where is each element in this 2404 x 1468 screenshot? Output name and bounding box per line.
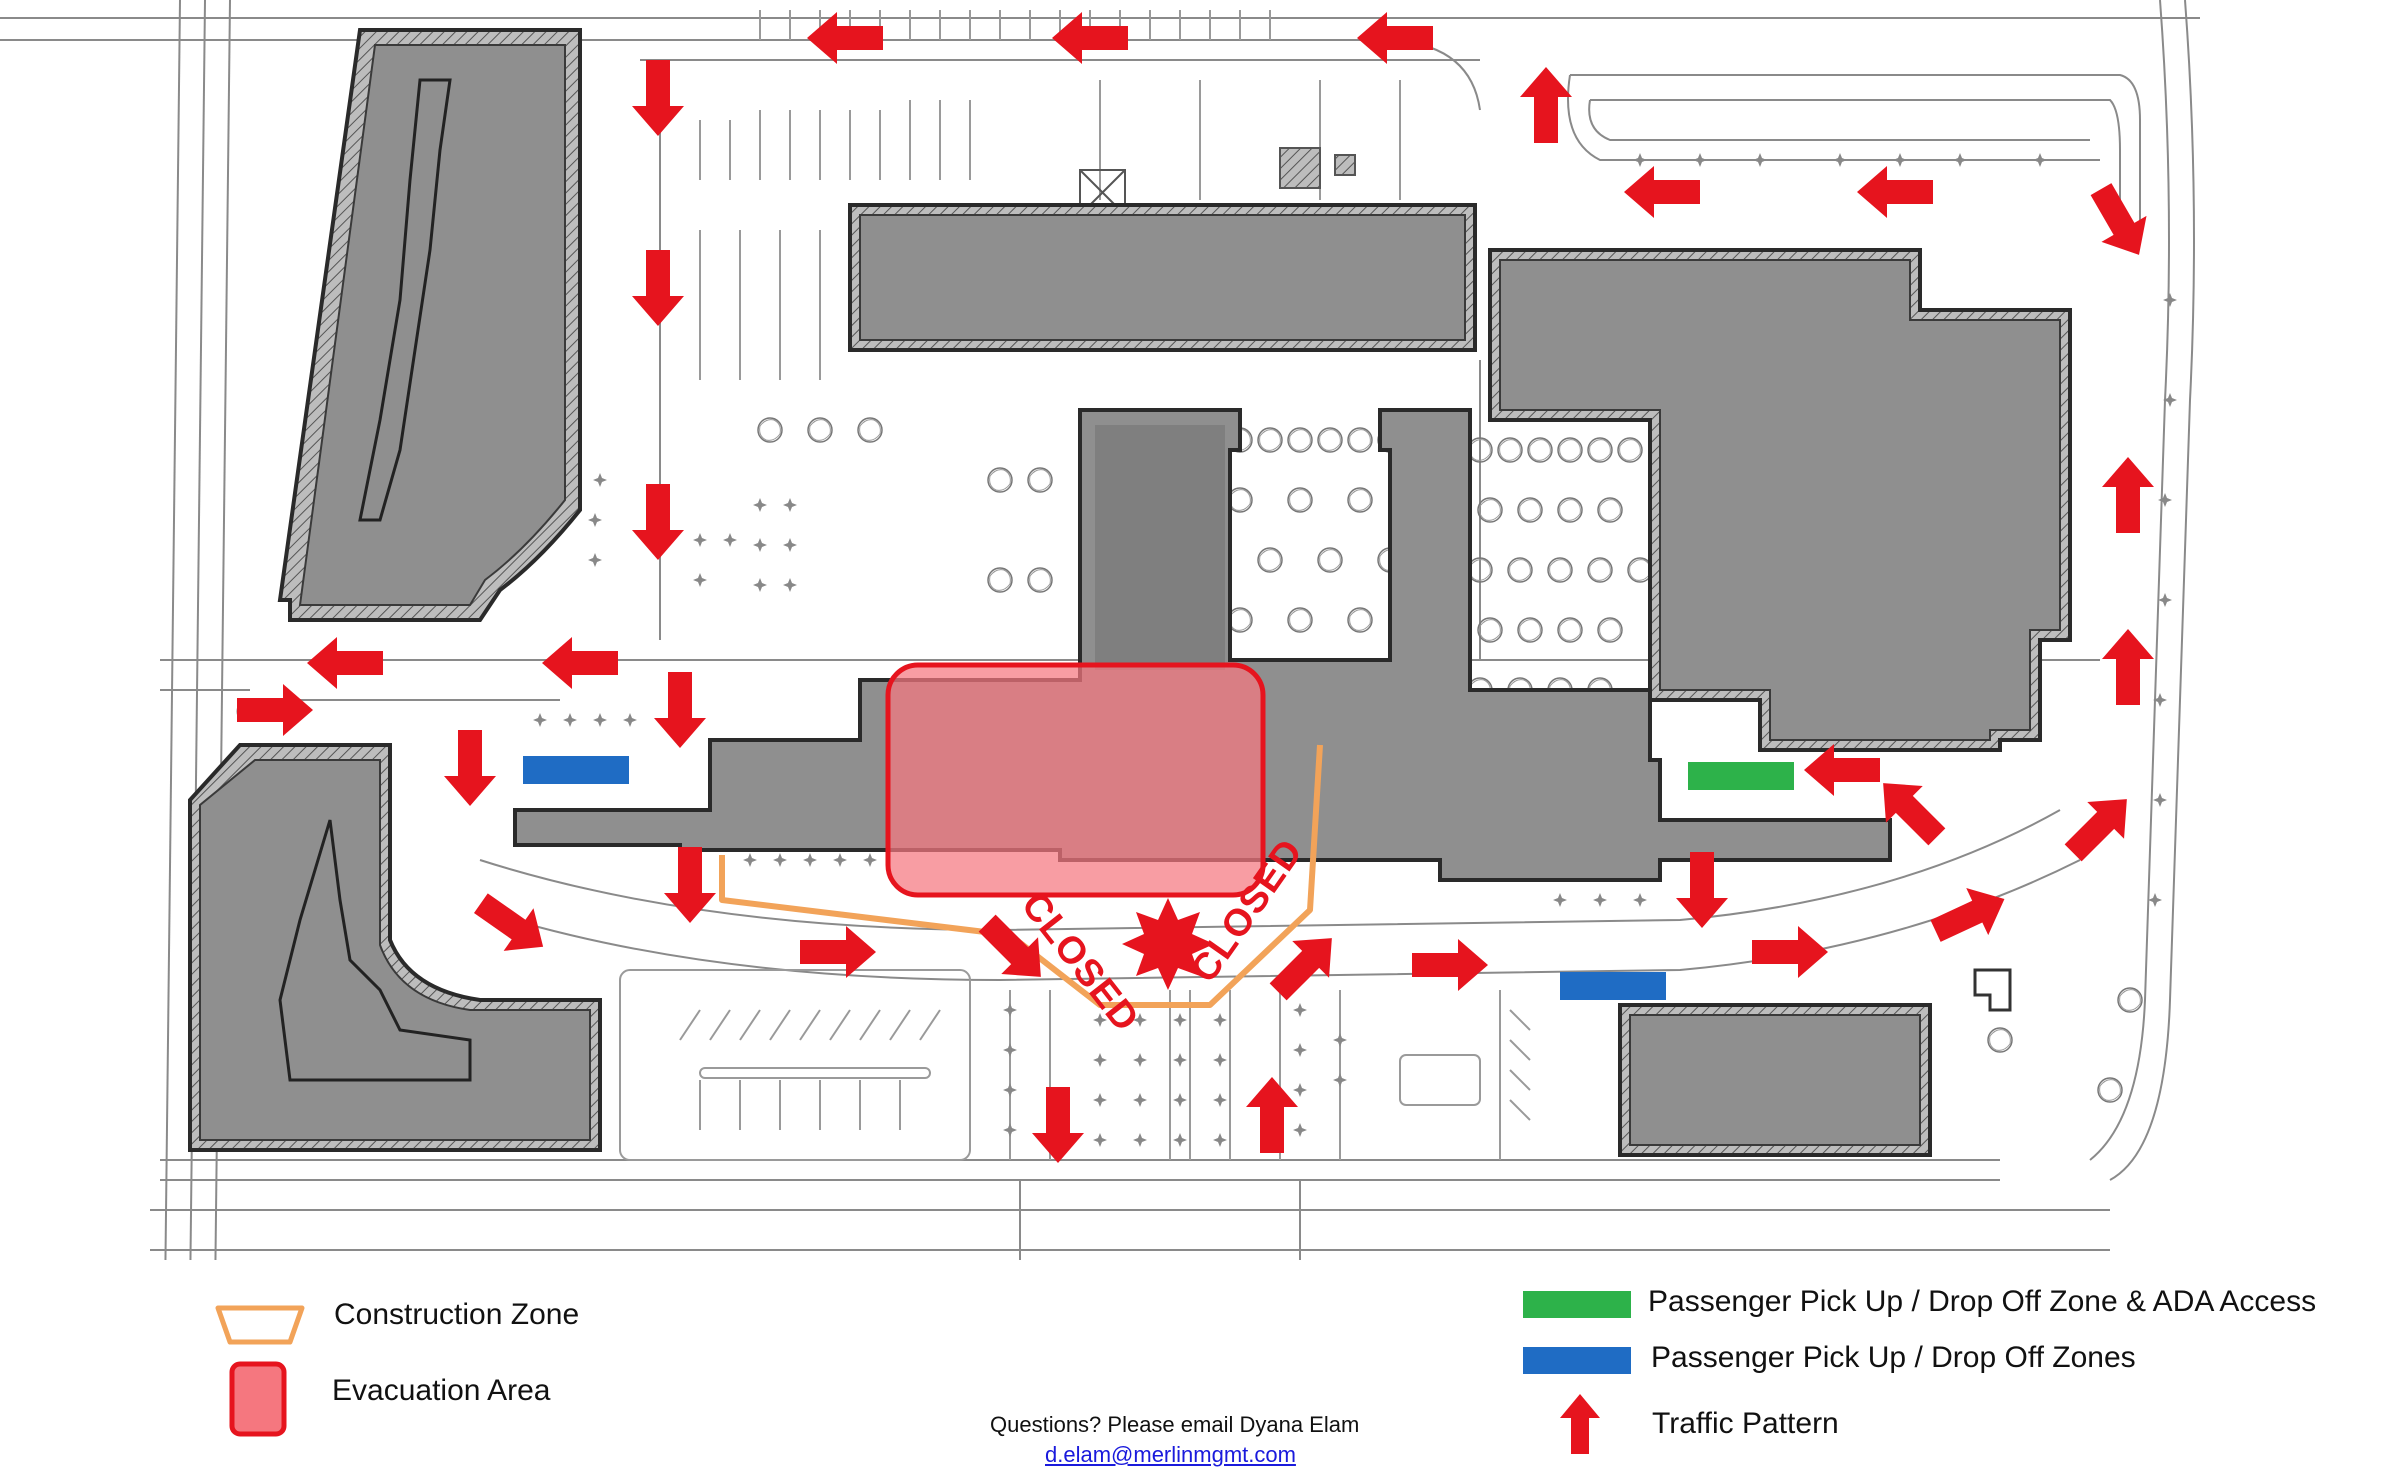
legend-evacuation-area: Evacuation Area <box>332 1374 551 1407</box>
traffic-arrow-icon <box>2090 183 2147 255</box>
traffic-arrow-icon <box>444 730 496 806</box>
traffic-arrow-icon <box>800 926 876 978</box>
legend-construction-zone: Construction Zone <box>334 1298 580 1331</box>
traffic-arrow-icon <box>1412 939 1488 991</box>
traffic-arrow-icon <box>1857 166 1933 218</box>
traffic-arrow-icon <box>1032 1087 1084 1163</box>
evacuation-area <box>885 662 1266 898</box>
closed-star-icon <box>1122 898 1214 990</box>
legend-pickup: Passenger Pick Up / Drop Off Zones <box>1651 1341 2136 1374</box>
construction-zone-legend-icon <box>215 1305 305 1345</box>
parking-lot-bottom <box>619 969 1531 1161</box>
traffic-arrows <box>237 12 2154 1163</box>
traffic-arrow-icon <box>1930 888 2005 942</box>
traffic-arrow-icon <box>632 484 684 560</box>
traffic-arrow-icon <box>473 893 544 951</box>
contact-email-link[interactable]: d.elam@merlinmgmt.com <box>1045 1442 1296 1467</box>
traffic-arrow-icon <box>978 914 1041 977</box>
legend-traffic: Traffic Pattern <box>1652 1407 1839 1440</box>
traffic-arrow-icon <box>1676 852 1728 928</box>
ada-pickup-zone <box>1688 762 1794 790</box>
pickup-zone-legend-swatch <box>1523 1347 1631 1374</box>
traffic-arrow-icon <box>1752 926 1828 978</box>
construction-zone <box>719 744 1323 1008</box>
traffic-arrow-icon <box>2102 457 2154 533</box>
traffic-arrow-legend-icon <box>1560 1394 1600 1454</box>
pickup-zone-east <box>1560 972 1666 1000</box>
ada-zone-legend-swatch <box>1523 1291 1631 1318</box>
traffic-arrow-icon <box>2102 629 2154 705</box>
traffic-arrow-icon <box>1804 744 1880 796</box>
traffic-arrow-icon <box>1246 1077 1298 1153</box>
traffic-arrow-icon <box>1269 938 1332 1001</box>
traffic-arrow-icon <box>1357 12 1433 64</box>
roads <box>0 0 2200 1260</box>
traffic-arrow-icon <box>1883 783 1946 846</box>
parking-stripes-top <box>699 10 1401 380</box>
traffic-arrow-icon <box>2064 799 2127 862</box>
legend-ada-pickup: Passenger Pick Up / Drop Off Zone & ADA … <box>1648 1285 2317 1318</box>
traffic-arrow-icon <box>1520 67 1572 143</box>
traffic-arrow-icon <box>237 684 313 736</box>
traffic-arrow-icon <box>1624 166 1700 218</box>
contact-question: Questions? Please email Dyana Elam <box>990 1412 1360 1437</box>
traffic-arrow-icon <box>542 637 618 689</box>
buildings <box>188 28 2072 1157</box>
traffic-arrow-icon <box>307 637 383 689</box>
traffic-arrow-icon <box>664 847 716 923</box>
pickup-zone-west <box>523 756 629 784</box>
pickup-zones <box>523 756 1794 1000</box>
traffic-arrow-icon <box>632 250 684 326</box>
traffic-arrow-icon <box>654 672 706 748</box>
traffic-arrow-icon <box>807 12 883 64</box>
evacuation-area-legend-icon <box>229 1361 287 1437</box>
site-map: CLOSED CLOSED <box>0 0 2200 1260</box>
traffic-arrow-icon <box>1052 12 1128 64</box>
traffic-arrow-icon <box>632 60 684 136</box>
